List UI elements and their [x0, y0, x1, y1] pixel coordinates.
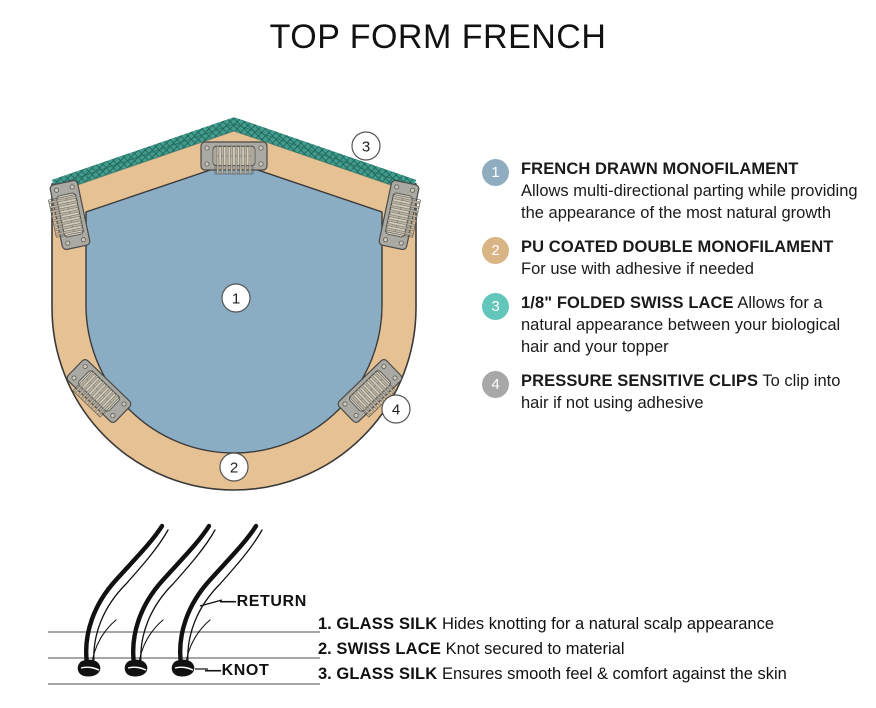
- knot-legend-number-1: 1.: [318, 615, 332, 633]
- knot-node-2: [124, 659, 148, 677]
- swiss-lace-trim: [51, 117, 417, 194]
- knot-legend-material-2: SWISS LACE: [336, 640, 442, 658]
- legend-badge-4: 4: [482, 371, 509, 398]
- pressure-clip-upper-right: [378, 179, 421, 251]
- topper-marker-3: 3: [351, 131, 381, 161]
- knot-legend-material-3: GLASS SILK: [336, 665, 438, 683]
- knot-leader-lines: [195, 599, 223, 670]
- topper-marker-1-label: 1: [232, 291, 240, 308]
- return-label: —RETURN: [220, 593, 307, 610]
- legend-text-3: 1/8" FOLDED SWISS LACE Allows for a natu…: [521, 292, 864, 358]
- legend-text-1: FRENCH DRAWN MONOFILAMENT Allows multi-d…: [521, 158, 864, 224]
- knot-legend-number-2: 2.: [318, 640, 332, 658]
- legend-desc-2: For use with adhesive if needed: [521, 260, 754, 278]
- legend-desc-1: Allows multi-directional parting while p…: [521, 182, 858, 222]
- knot-legend-desc-3: Ensures smooth feel & comfort against th…: [441, 665, 787, 683]
- legend-lead-1: FRENCH DRAWN MONOFILAMENT: [521, 160, 799, 178]
- legend-badge-2: 2: [482, 237, 509, 264]
- legend-text-2: PU COATED DOUBLE MONOFILAMENT For use wi…: [521, 236, 864, 280]
- knot-material-legend: 1. GLASS SILK Hides knotting for a natur…: [318, 612, 863, 687]
- knot-legend-desc-1: Hides knotting for a natural scalp appea…: [441, 615, 775, 633]
- page-title: TOP FORM FRENCH: [269, 18, 607, 56]
- hair-strand-3: [178, 523, 263, 667]
- hair-strand-2: [131, 523, 216, 667]
- knot-legend-item-2: 2. SWISS LACE Knot secured to material: [318, 637, 863, 662]
- knot-node-3: [171, 659, 195, 677]
- knot-label: —KNOT: [205, 662, 269, 679]
- knot-node-1: [77, 659, 101, 677]
- topper-diagram: 1 2 3 4: [18, 100, 448, 510]
- topper-marker-2: 2: [219, 452, 249, 482]
- pressure-clip-top: [200, 141, 268, 175]
- topper-marker-4-label: 4: [392, 402, 400, 419]
- legend-lead-4: PRESSURE SENSITIVE CLIPS: [521, 372, 759, 390]
- legend-item-3: 3 1/8" FOLDED SWISS LACE Allows for a na…: [482, 292, 864, 358]
- pressure-clip-upper-left: [48, 179, 91, 251]
- pressure-clip-lower-left: [66, 359, 132, 423]
- legend-item-1: 1 FRENCH DRAWN MONOFILAMENT Allows multi…: [482, 158, 864, 224]
- knot-legend-number-3: 3.: [318, 665, 332, 683]
- hair-strand-1: [84, 523, 169, 667]
- legend-desc-4: To clip into hair if not using adhesive: [521, 372, 841, 412]
- feature-legend: 1 FRENCH DRAWN MONOFILAMENT Allows multi…: [482, 158, 864, 426]
- knot-legend-item-1: 1. GLASS SILK Hides knotting for a natur…: [318, 612, 863, 637]
- knot-legend-desc-2: Knot secured to material: [445, 640, 625, 658]
- legend-item-2: 2 PU COATED DOUBLE MONOFILAMENT For use …: [482, 236, 864, 280]
- legend-desc-3: Allows for a natural appearance between …: [521, 294, 841, 356]
- pressure-clip-lower-right: [337, 359, 403, 423]
- topper-marker-2-label: 2: [230, 460, 238, 477]
- legend-text-4: PRESSURE SENSITIVE CLIPS To clip into ha…: [521, 370, 864, 414]
- topper-marker-4: 4: [381, 394, 411, 424]
- topper-marker-1: 1: [221, 283, 251, 313]
- legend-lead-3: 1/8" FOLDED SWISS LACE: [521, 294, 734, 312]
- legend-badge-3: 3: [482, 293, 509, 320]
- knot-legend-material-1: GLASS SILK: [336, 615, 438, 633]
- legend-item-4: 4 PRESSURE SENSITIVE CLIPS To clip into …: [482, 370, 864, 414]
- knot-construction-diagram: —RETURN —KNOT: [48, 518, 320, 698]
- topper-marker-3-label: 3: [362, 139, 370, 156]
- legend-lead-2: PU COATED DOUBLE MONOFILAMENT: [521, 238, 834, 256]
- knot-legend-item-3: 3. GLASS SILK Ensures smooth feel & comf…: [318, 662, 863, 687]
- legend-badge-1: 1: [482, 159, 509, 186]
